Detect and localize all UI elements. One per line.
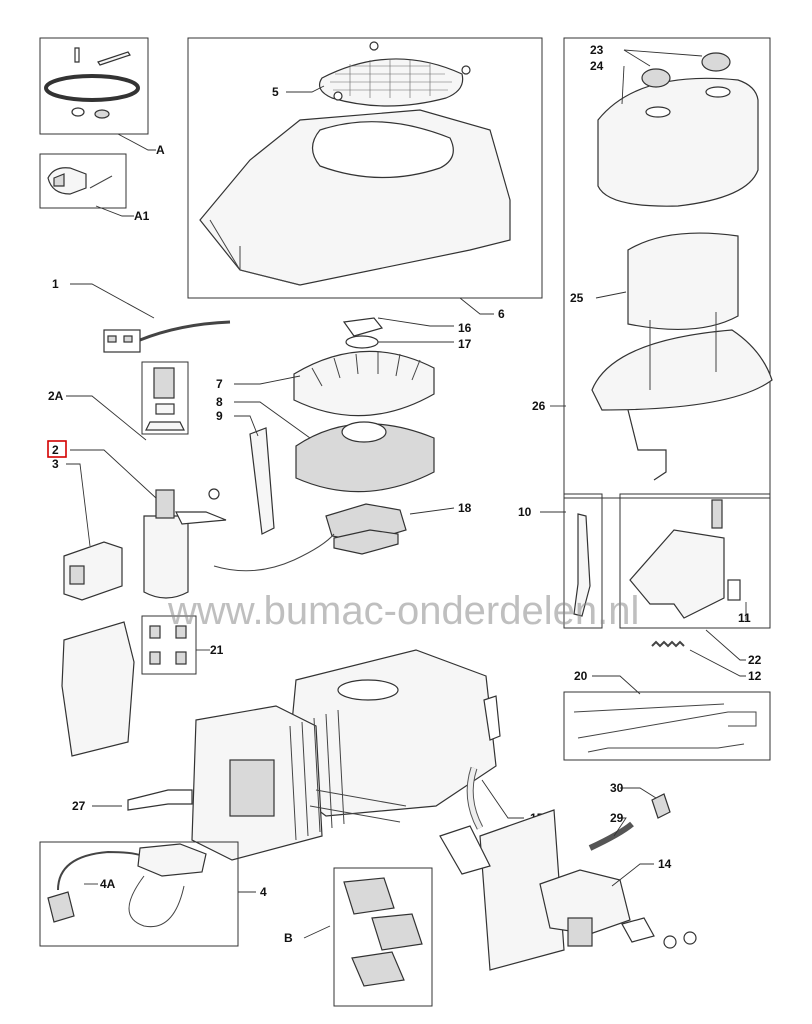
gasket-kit-frame xyxy=(333,867,433,1007)
callout-2A: 2A xyxy=(48,389,64,403)
callout-4: 4 xyxy=(260,885,267,899)
starter-motor xyxy=(143,515,189,599)
lever-group: 10 xyxy=(518,493,603,629)
callout-27: 27 xyxy=(72,799,86,813)
kit-a-frame xyxy=(39,37,149,135)
brush-kit-frame xyxy=(141,615,197,675)
callout-24: 24 xyxy=(590,59,604,73)
callout-26: 26 xyxy=(532,399,546,413)
blower-housing-frame xyxy=(187,37,543,299)
air-filter-element xyxy=(627,232,739,331)
voltage-regulator xyxy=(63,541,123,601)
solenoid-group: 2A xyxy=(48,361,189,441)
carburetor xyxy=(539,869,631,935)
starter-group: 2 3 xyxy=(47,440,227,601)
watermark: www.bumac-onderdelen.nl xyxy=(167,589,639,633)
gasket-kit-group: B xyxy=(284,867,433,1007)
intake-plate xyxy=(479,809,565,971)
ignition-lead-frame xyxy=(39,841,239,947)
air-filter-frame xyxy=(563,37,771,499)
callout-5: 5 xyxy=(272,85,279,99)
callout-25: 25 xyxy=(570,291,584,305)
rods-frame xyxy=(563,691,771,761)
callout-4A: 4A xyxy=(100,877,116,891)
callout-3: 3 xyxy=(52,457,59,471)
flywheel-group: 7 8 16 17 xyxy=(216,317,472,493)
flywheel-screen xyxy=(319,58,464,107)
callout-A: A xyxy=(156,143,165,157)
callout-10: 10 xyxy=(518,505,532,519)
kit-a1-group: A1 xyxy=(39,153,150,223)
callout-22: 22 xyxy=(748,653,762,667)
brush-kit-group: 21 xyxy=(141,615,224,675)
governor-frame xyxy=(619,493,771,629)
callout-9: 9 xyxy=(216,409,223,423)
callout-1: 1 xyxy=(52,277,59,291)
governor-group: 11 22 xyxy=(619,493,771,667)
callout-12: 12 xyxy=(748,669,762,683)
callout-8: 8 xyxy=(216,395,223,409)
callout-2-highlight xyxy=(47,440,67,458)
lever-frame xyxy=(563,493,603,629)
callout-17: 17 xyxy=(458,337,472,351)
flywheel-fan xyxy=(293,350,435,417)
kit-a1-frame xyxy=(39,153,127,209)
callout-11: 11 xyxy=(738,611,751,625)
callout-20: 20 xyxy=(574,669,588,683)
spring-group: 12 xyxy=(651,640,762,683)
callout-A1: A1 xyxy=(134,209,150,223)
callout-7: 7 xyxy=(216,377,223,391)
callout-30: 30 xyxy=(610,781,624,795)
ignition-lead-group: 4A 4 xyxy=(39,841,267,947)
rods-group: 20 xyxy=(563,669,771,761)
callout-B: B xyxy=(284,931,293,945)
callout-21: 21 xyxy=(210,643,224,657)
engine-block-group xyxy=(191,649,501,861)
callout-2: 2 xyxy=(52,443,59,457)
callout-14: 14 xyxy=(658,857,672,871)
spark-plug-group: 27 xyxy=(72,789,193,813)
ignition-group: 9 18 xyxy=(213,409,472,572)
carburetor-group: 14 xyxy=(439,809,697,971)
kit-a-group: A xyxy=(39,37,165,157)
valve-cover xyxy=(229,759,275,817)
callout-29: 29 xyxy=(610,811,624,825)
flywheel xyxy=(295,423,435,493)
heat-shield xyxy=(61,621,135,757)
air-filter-group: 23 24 25 26 xyxy=(532,37,773,499)
wire-harness-group: 1 xyxy=(52,277,231,353)
callout-23: 23 xyxy=(590,43,604,57)
callout-6: 6 xyxy=(498,307,505,321)
callout-16: 16 xyxy=(458,321,472,335)
callout-18: 18 xyxy=(458,501,472,515)
fuel-filter-group: 30 29 xyxy=(588,781,671,851)
air-filter-base xyxy=(591,329,773,411)
blower-housing-group: 5 6 xyxy=(187,37,543,321)
